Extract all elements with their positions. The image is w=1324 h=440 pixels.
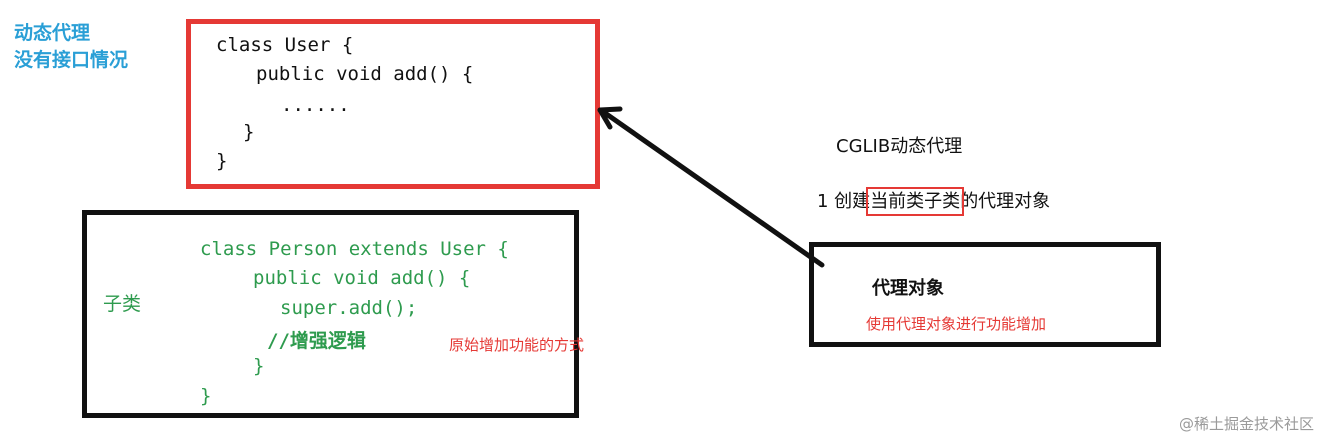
subclass-label: 子类 — [103, 293, 142, 315]
user-class-line-5: } — [216, 150, 228, 172]
cglib-step-prefix: 1 创建 — [817, 191, 871, 212]
original-note: 原始增加功能的方式 — [449, 336, 585, 354]
watermark: @稀土掘金技术社区 — [1178, 415, 1314, 433]
proxy-object-note: 使用代理对象进行功能增加 — [866, 315, 1047, 333]
cglib-step-highlight: 当前类子类 — [866, 187, 965, 216]
person-class-box — [82, 210, 579, 418]
cglib-title: CGLIB动态代理 — [836, 136, 963, 157]
person-class-line-4: //增强逻辑 — [267, 330, 366, 352]
user-class-line-4: } — [243, 121, 255, 143]
user-class-box — [186, 19, 600, 189]
user-class-line-2: public void add() { — [256, 63, 474, 85]
person-class-line-5: } — [253, 355, 265, 377]
proxy-object-title: 代理对象 — [872, 278, 944, 299]
user-class-line-1: class User { — [216, 34, 354, 56]
user-class-line-3: ...... — [281, 94, 350, 116]
person-class-line-6: } — [200, 385, 212, 407]
arrow-head-top — [597, 106, 623, 113]
person-class-line-3: super.add(); — [280, 297, 418, 319]
arrow-shaft — [602, 110, 825, 268]
person-class-line-2: public void add() { — [253, 267, 471, 289]
cglib-step: 1 创建当前类子类的代理对象 — [817, 187, 1051, 216]
heading-line-1: 动态代理 — [14, 22, 91, 44]
arrow-head-bottom — [597, 107, 613, 130]
cglib-step-suffix: 的代理对象 — [960, 191, 1051, 212]
person-class-line-1: class Person extends User { — [200, 238, 509, 260]
proxy-object-box — [809, 242, 1161, 347]
heading-line-2: 没有接口情况 — [14, 49, 129, 71]
